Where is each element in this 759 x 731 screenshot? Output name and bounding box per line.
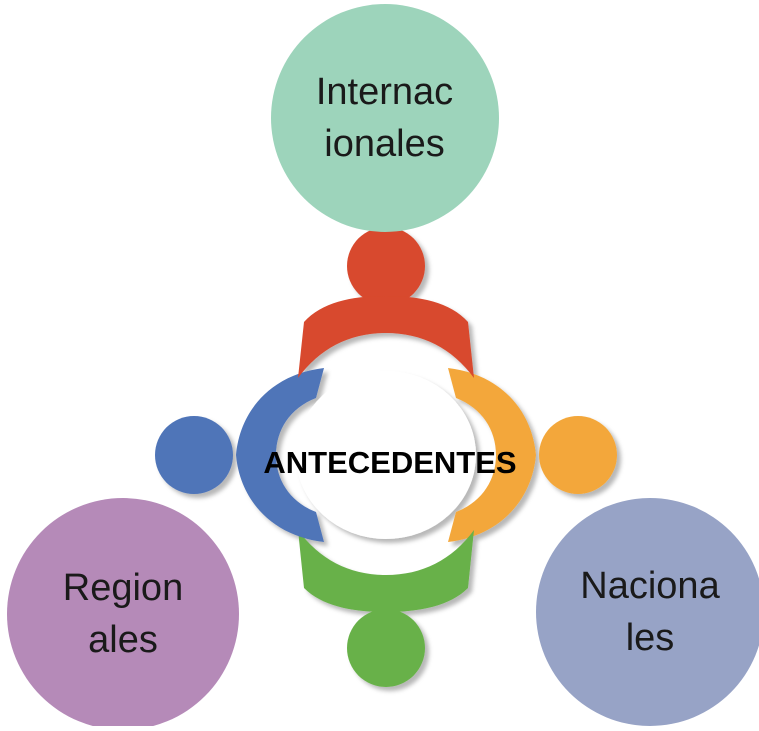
person-top-icon	[298, 227, 474, 378]
node-internacionales-label: Internac ionales	[315, 70, 454, 165]
node-internacionales-circle	[271, 4, 499, 232]
node-nacionales-circle	[536, 498, 759, 726]
node-regionales-circle	[7, 498, 239, 730]
person-right-icon	[448, 368, 617, 542]
node-regionales-label: Region ales	[62, 566, 184, 661]
person-left-icon	[155, 368, 324, 542]
person-bottom-icon	[298, 530, 474, 687]
node-nacionales-label: Naciona les	[580, 564, 720, 659]
center-title: ANTECEDENTES	[263, 445, 517, 480]
people-circle-icon	[155, 227, 617, 687]
